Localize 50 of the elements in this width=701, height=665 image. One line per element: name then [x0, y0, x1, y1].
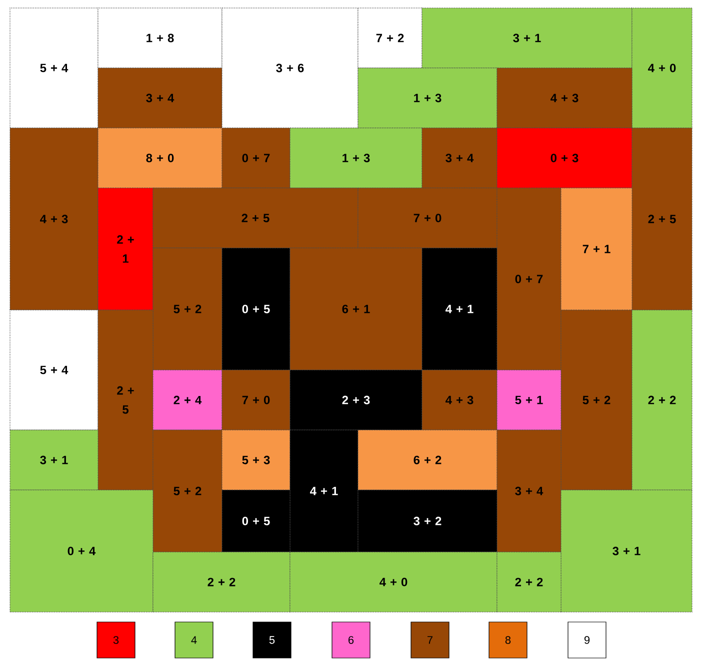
mosaic-cell: 0 + 7	[496, 188, 562, 370]
mosaic-cell: 2 + 2	[632, 310, 692, 490]
mosaic-cell: 7 + 1	[560, 188, 632, 310]
mosaic-cell: 5 + 4	[10, 310, 98, 430]
legend-label: 3	[113, 636, 119, 644]
legend-label: 7	[428, 636, 433, 644]
mosaic-cell: 2 + 3	[290, 370, 422, 430]
mosaic-cell: 0 + 5	[222, 490, 290, 552]
mosaic-cell: 3 + 1	[10, 430, 98, 490]
legend-label: 9	[584, 636, 590, 644]
mosaic-cell: 3 + 4	[98, 68, 222, 128]
legend-label: 5	[269, 636, 275, 644]
legend-label: 6	[348, 636, 354, 644]
mosaic-cell: 8 + 0	[98, 128, 222, 188]
mosaic-cell: 2 + 2	[152, 552, 290, 612]
mosaic-cell: 7 + 2	[358, 8, 422, 68]
mosaic-cell: 3 + 4	[496, 430, 562, 552]
mosaic-cell: 5 + 2	[152, 248, 222, 370]
mosaic-cell: 5 + 3	[222, 430, 290, 490]
mosaic-cell: 7 + 0	[222, 370, 290, 430]
mosaic-cell: 1 + 3	[358, 68, 498, 128]
legend-label: 8	[505, 636, 511, 644]
mosaic-cell: 5 + 1	[496, 370, 562, 430]
mosaic-cell: 1 + 8	[98, 8, 222, 68]
mosaic-cell: 5 + 2	[152, 430, 222, 552]
mosaic-cell: 4 + 1	[422, 248, 498, 370]
mosaic-cell: 5 + 4	[10, 8, 98, 128]
mosaic-cell: 4 + 0	[632, 8, 692, 128]
mosaic-cell: 0 + 5	[222, 248, 290, 370]
mosaic-cell: 0 + 7	[222, 128, 290, 188]
mosaic-cell: 3 + 1	[422, 8, 632, 68]
mosaic-cell: 2 + 4	[152, 370, 222, 430]
mosaic-cell: 1 + 3	[290, 128, 422, 188]
mosaic-cell: 4 + 3	[496, 68, 632, 128]
mosaic-cell: 4 + 1	[290, 430, 358, 552]
mosaic-cell: 7 + 0	[358, 188, 498, 248]
mosaic-cell: 5 + 2	[560, 310, 632, 490]
mosaic-cell: 2 + 5	[632, 128, 692, 310]
mosaic-cell: 2 + 2	[496, 552, 562, 612]
mosaic-cell: 2 + 5	[98, 310, 154, 490]
mosaic-cell: 3 + 1	[560, 490, 692, 612]
mosaic-cell: 2 + 1	[98, 188, 154, 310]
mosaic-cell: 6 + 2	[358, 430, 498, 490]
mosaic-cell: 0 + 3	[496, 128, 632, 188]
mosaic-cell: 3 + 2	[358, 490, 498, 552]
legend-label: 4	[191, 636, 197, 644]
mosaic-cell: 4 + 3	[422, 370, 498, 430]
mosaic-cell: 6 + 1	[290, 248, 422, 370]
mosaic-cell: 4 + 3	[10, 128, 98, 310]
mosaic-cell: 3 + 4	[422, 128, 498, 188]
